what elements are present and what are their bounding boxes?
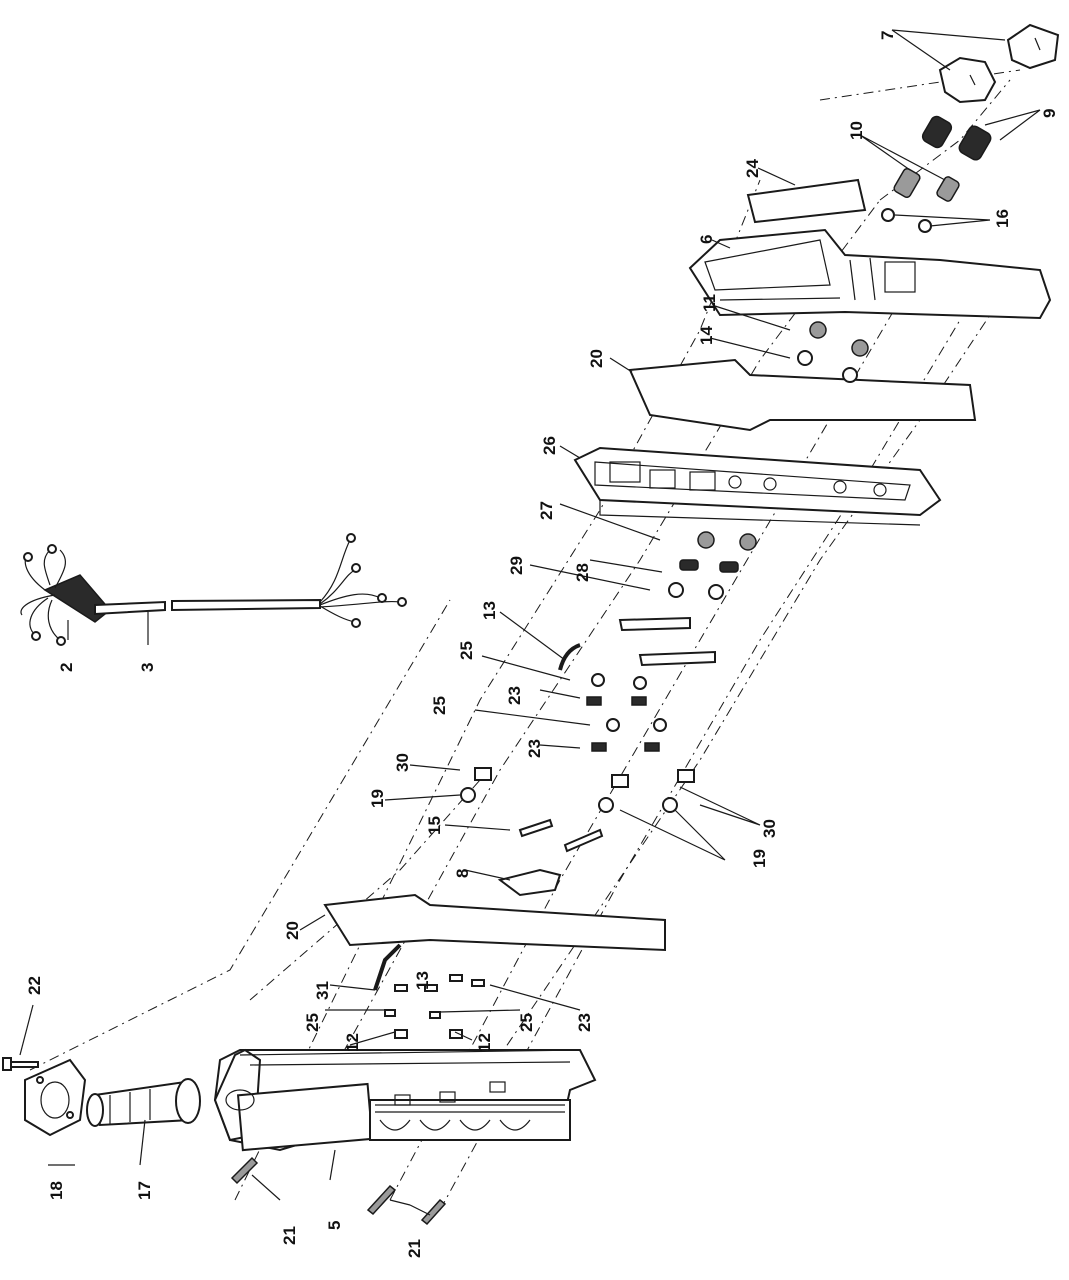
callout-21b: 21 — [405, 1239, 424, 1258]
callout-8: 8 — [453, 869, 472, 878]
callout-3: 3 — [138, 663, 157, 672]
callout-16: 16 — [993, 209, 1012, 228]
label-plate-part-24 — [746, 178, 867, 224]
callout-23c: 23 — [575, 1013, 594, 1032]
wires-part-13-31 — [373, 643, 581, 991]
contact-parts-27-29 — [668, 531, 757, 600]
gasket-part-20-lower — [323, 893, 666, 952]
button-stems-springs — [881, 115, 992, 233]
alignment-lines — [29, 69, 1021, 1211]
callout-13b: 13 — [413, 971, 432, 990]
contact-bars — [618, 616, 716, 667]
callout-30b: 30 — [760, 819, 779, 838]
callout-30a: 30 — [393, 753, 412, 772]
callout-labels: 2 3 5 6 7 8 9 10 11 12 12 13 13 14 15 16… — [25, 31, 1059, 1258]
screws-washers — [460, 673, 695, 853]
callout-18: 18 — [47, 1181, 66, 1200]
callout-23b: 23 — [525, 739, 544, 758]
handle-housing-part-5 — [213, 1048, 597, 1152]
callout-26: 26 — [540, 436, 559, 455]
trigger-part-8 — [497, 868, 562, 897]
bushing-flange-assembly — [2, 1057, 201, 1137]
callout-9: 9 — [1040, 109, 1059, 118]
callout-13a: 13 — [480, 601, 499, 620]
callout-27: 27 — [537, 501, 556, 520]
leader-lines — [19, 29, 1041, 1216]
callout-21a: 21 — [280, 1226, 299, 1245]
housing-screws — [384, 974, 485, 1039]
callout-19b: 19 — [750, 849, 769, 868]
callout-25b: 25 — [430, 696, 449, 715]
callout-22: 22 — [25, 976, 44, 995]
contact-frame-part-26 — [573, 446, 942, 526]
callout-11: 11 — [700, 294, 719, 312]
callout-12a: 12 — [343, 1033, 362, 1052]
callout-2: 2 — [57, 663, 76, 672]
callout-19a: 19 — [368, 789, 387, 808]
mounting-screws-part-21 — [230, 1156, 447, 1226]
callout-25a: 25 — [457, 641, 476, 660]
top-cover-part-6 — [688, 228, 1052, 320]
callout-15: 15 — [425, 816, 444, 835]
callout-20a: 20 — [587, 349, 606, 368]
callout-25c: 25 — [303, 1013, 322, 1032]
callout-23a: 23 — [505, 686, 524, 705]
caps-part-7 — [938, 23, 1060, 104]
callout-20b: 20 — [283, 921, 302, 940]
callout-25d: 25 — [517, 1013, 536, 1032]
cable-harness — [20, 533, 407, 646]
callout-24: 24 — [743, 159, 762, 178]
callout-6: 6 — [697, 235, 716, 244]
callout-17: 17 — [135, 1181, 154, 1200]
callout-14: 14 — [697, 326, 716, 345]
callout-29: 29 — [507, 556, 526, 575]
gasket-part-20-upper — [628, 358, 977, 432]
callout-7: 7 — [878, 31, 897, 40]
callout-10: 10 — [847, 121, 866, 140]
callout-31: 31 — [313, 981, 332, 1000]
callout-5: 5 — [325, 1221, 344, 1230]
callout-12b: 12 — [475, 1033, 494, 1052]
contact-parts-11-14 — [797, 321, 869, 383]
callout-28: 28 — [573, 563, 592, 582]
